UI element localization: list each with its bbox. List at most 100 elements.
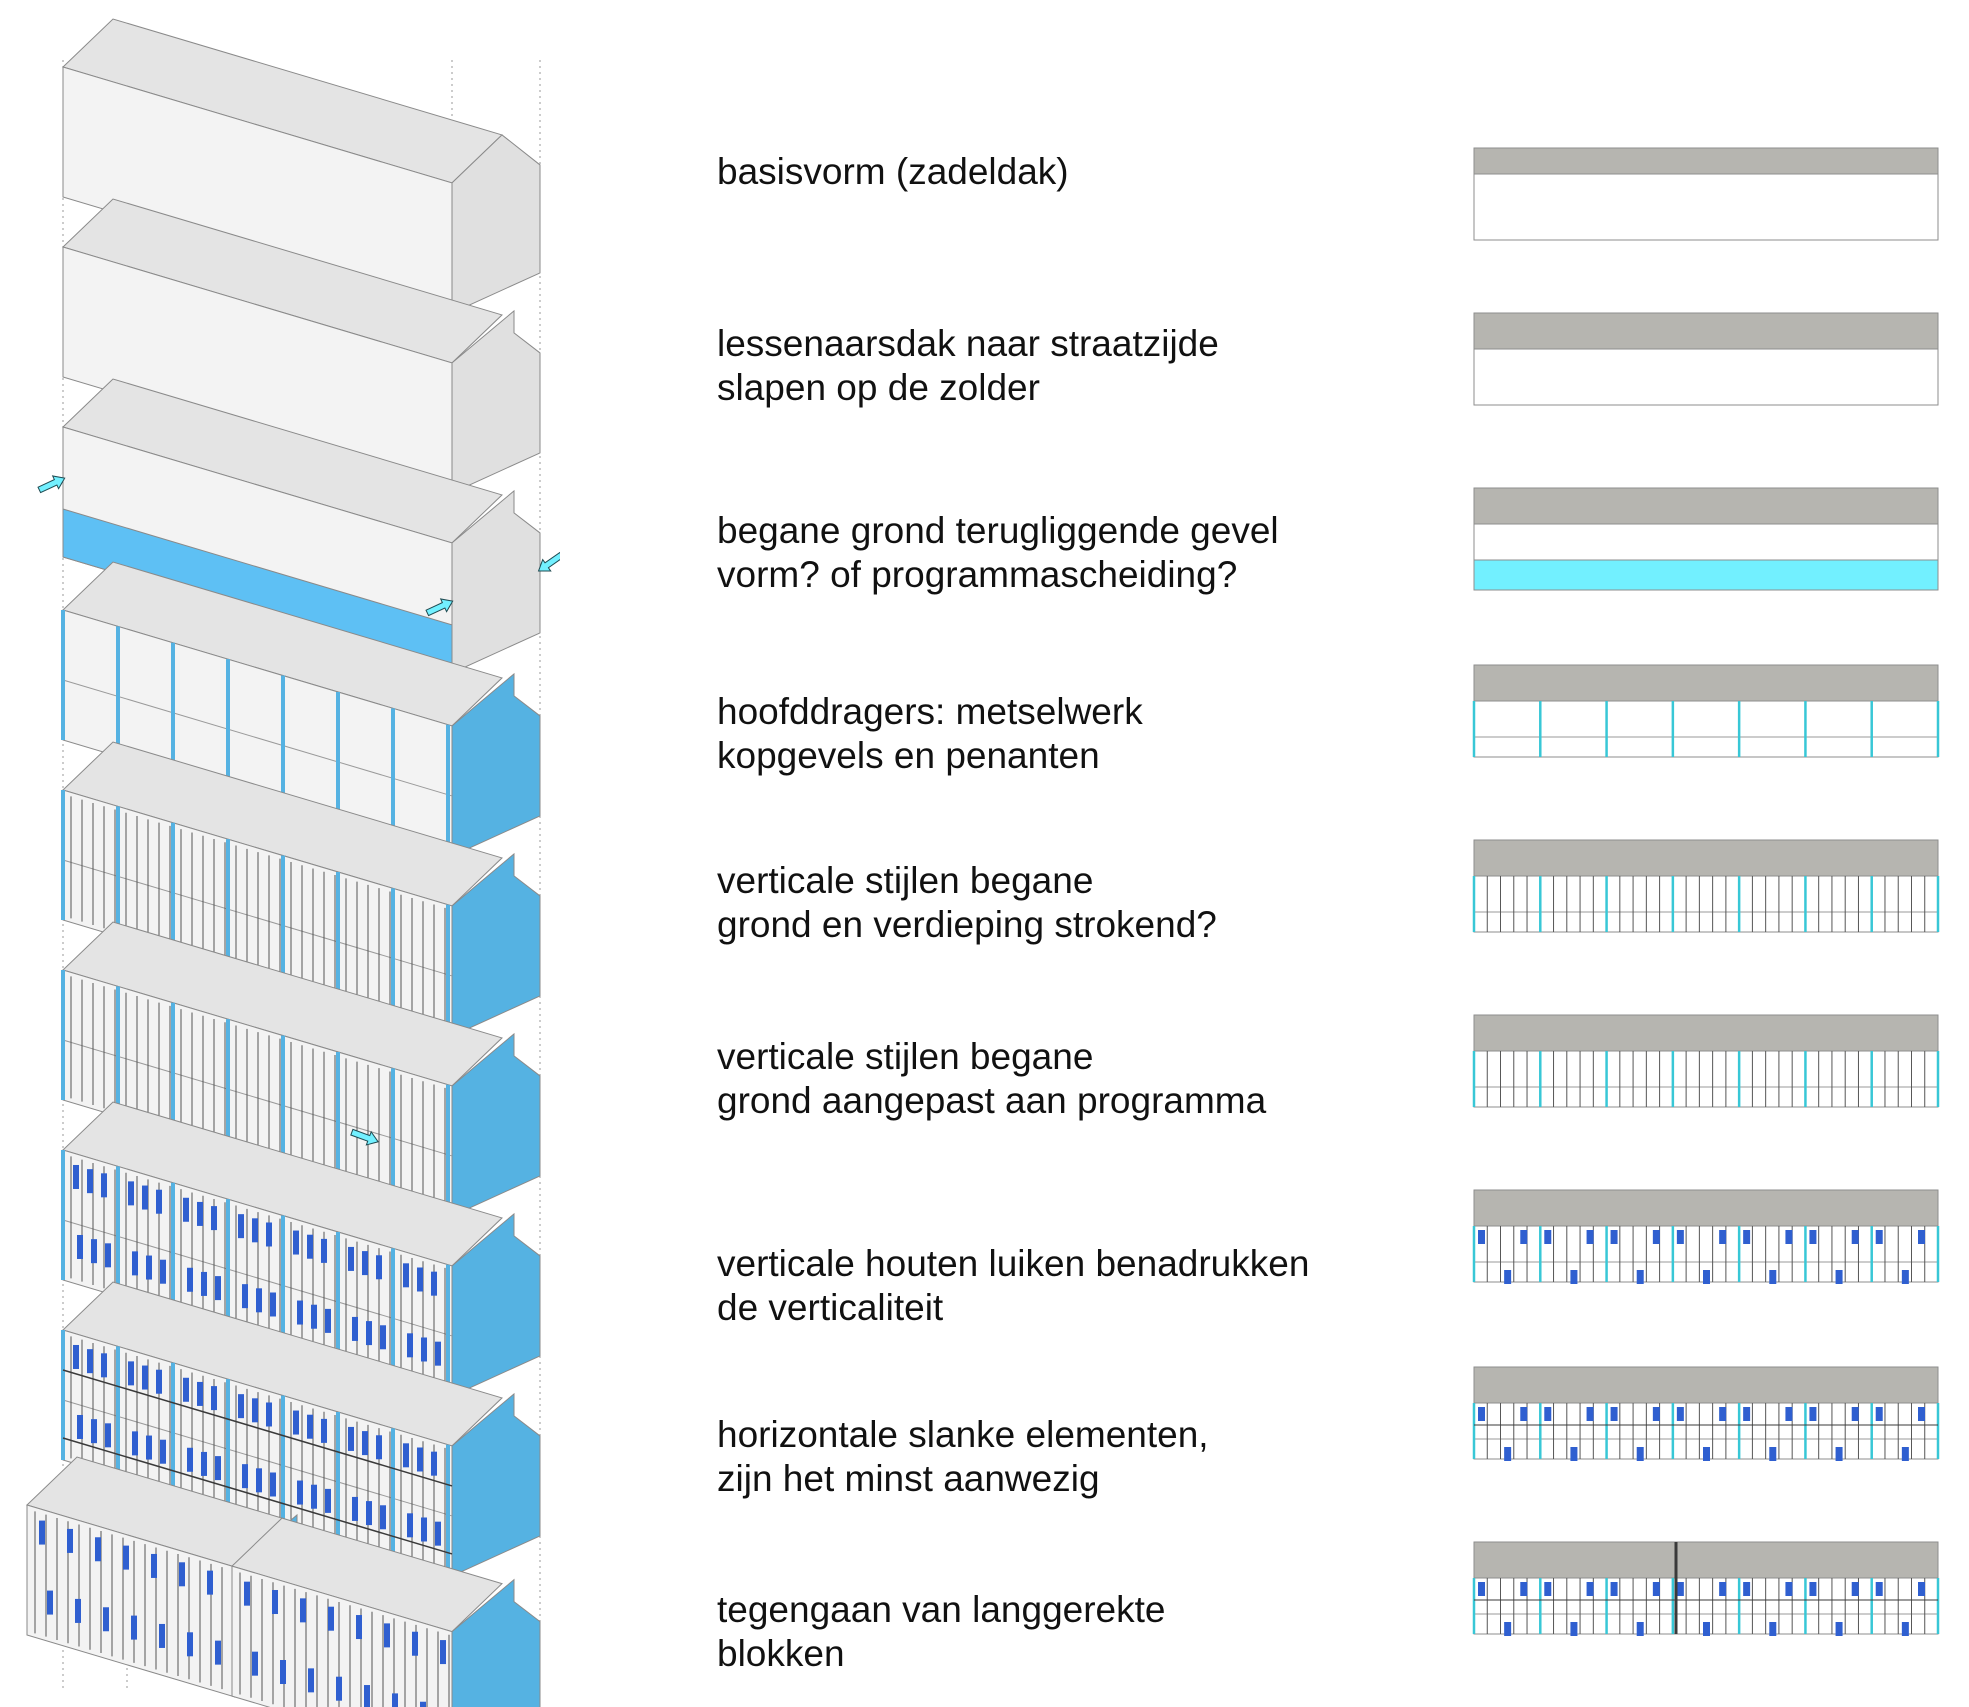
elevation-roof [1473,147,1939,175]
caption-stijlen-programma: verticale stijlen begane grond aangepast… [717,1035,1266,1123]
elevation-hoofddragers [1472,664,1940,758]
elevation-shutter [1743,1230,1751,1244]
shutter [435,1521,441,1546]
shutter [215,1276,221,1301]
elevation-shutter [1478,1582,1485,1596]
shutter [105,1423,111,1448]
shutter [307,1414,313,1439]
shutter [67,1528,73,1553]
elevation-shutter [1719,1407,1727,1421]
shutter [201,1451,207,1476]
caption-line: verticale stijlen begane [717,860,1094,901]
elevation-shutter [1570,1270,1578,1284]
shutter [215,1456,221,1481]
caption-line: zijn het minst aanwezig [717,1458,1100,1499]
shutter [297,1480,303,1505]
caption-houten-luiken: verticale houten luiken benadrukken de v… [717,1242,1309,1330]
elevation-shutter [1851,1230,1859,1244]
elevation-shutter [1676,1407,1684,1421]
shutter [420,1701,426,1707]
shutter [160,1439,166,1464]
elevation-shutter [1636,1447,1644,1461]
shutter [242,1284,248,1309]
shutter [366,1321,372,1346]
shutter [352,1316,358,1341]
shutter [325,1308,331,1333]
elevation-shutter [1652,1582,1660,1596]
shutter [380,1505,386,1530]
shutter [431,1271,437,1296]
shutter [47,1590,53,1615]
shutter [101,1173,107,1198]
shutter [75,1598,81,1623]
caption-hoofddragers: hoofddragers: metselwerk kopgevels en pe… [717,690,1143,778]
shutter [407,1513,413,1538]
elevation-shutter [1785,1230,1793,1244]
iso-block [61,921,541,1217]
shutter [417,1267,423,1292]
shutter [207,1570,213,1595]
caption-line: verticale stijlen begane [717,1036,1094,1077]
arrow-right-icon [425,598,454,617]
elevation-shutter [1918,1407,1925,1421]
caption-line: vorm? of programmascheiding? [717,554,1238,595]
shutter [364,1685,370,1707]
shutter [179,1562,185,1587]
elevation-ground-glass [1473,559,1939,591]
elevation-wall [1473,173,1939,241]
shutter [77,1234,83,1259]
shutter [187,1267,193,1292]
shutter [308,1668,314,1693]
shutter [297,1300,303,1325]
shutter [128,1181,134,1206]
shutter [211,1386,217,1411]
elevation-shutter [1504,1622,1512,1636]
shutter [87,1169,93,1194]
shutter [366,1501,372,1526]
iso-block [61,741,541,1037]
elevation-begane-grond [1473,487,1939,591]
caption-line: grond aangepast aan programma [717,1080,1267,1121]
shutter [77,1414,83,1439]
elevation-shutter [1769,1622,1777,1636]
elevation-shutter [1520,1582,1528,1596]
elevation-shutter [1676,1582,1684,1596]
horizontal-element [62,1369,453,1487]
caption-langgerekte: tegengaan van langgerekte blokken [717,1588,1165,1676]
elevation-roof [1473,487,1939,525]
iso-block-split [26,1456,541,1707]
elevation-shutter [1851,1407,1859,1421]
shutter [272,1590,278,1615]
shutter [252,1218,258,1243]
elevation-shutter [1610,1582,1618,1596]
shutter [311,1484,317,1509]
elevation-roof [1473,839,1939,877]
elevation-roof [1473,1366,1939,1404]
caption-line: hoofddragers: metselwerk [717,691,1143,732]
elevation-wall [1473,1050,1939,1108]
shutter [348,1426,354,1451]
elevation-shutter [1703,1622,1710,1636]
elevation-roof [1473,1189,1939,1227]
elevation-shutter [1743,1407,1751,1421]
elevation-shutter [1636,1270,1644,1284]
elevation-roof [1473,1014,1939,1052]
shutter [352,1496,358,1521]
caption-line: blokken [717,1633,845,1674]
shutter [252,1651,258,1676]
elevation-shutter [1835,1447,1843,1461]
caption-lessenaarsdak: lessenaarsdak naar straatzijde slapen op… [717,322,1219,410]
elevation-shutter [1785,1582,1793,1596]
shutter [431,1451,437,1476]
shutter [201,1271,207,1296]
iso-block [61,561,541,857]
elevation-wall [1473,348,1939,406]
elevation-shutter [1586,1230,1594,1244]
elevation-shutter [1586,1407,1594,1421]
shutter [151,1553,157,1578]
shutter [421,1337,427,1362]
shutter [435,1341,441,1366]
shutter [244,1581,250,1606]
shutter [131,1615,137,1640]
shutter [412,1631,418,1656]
